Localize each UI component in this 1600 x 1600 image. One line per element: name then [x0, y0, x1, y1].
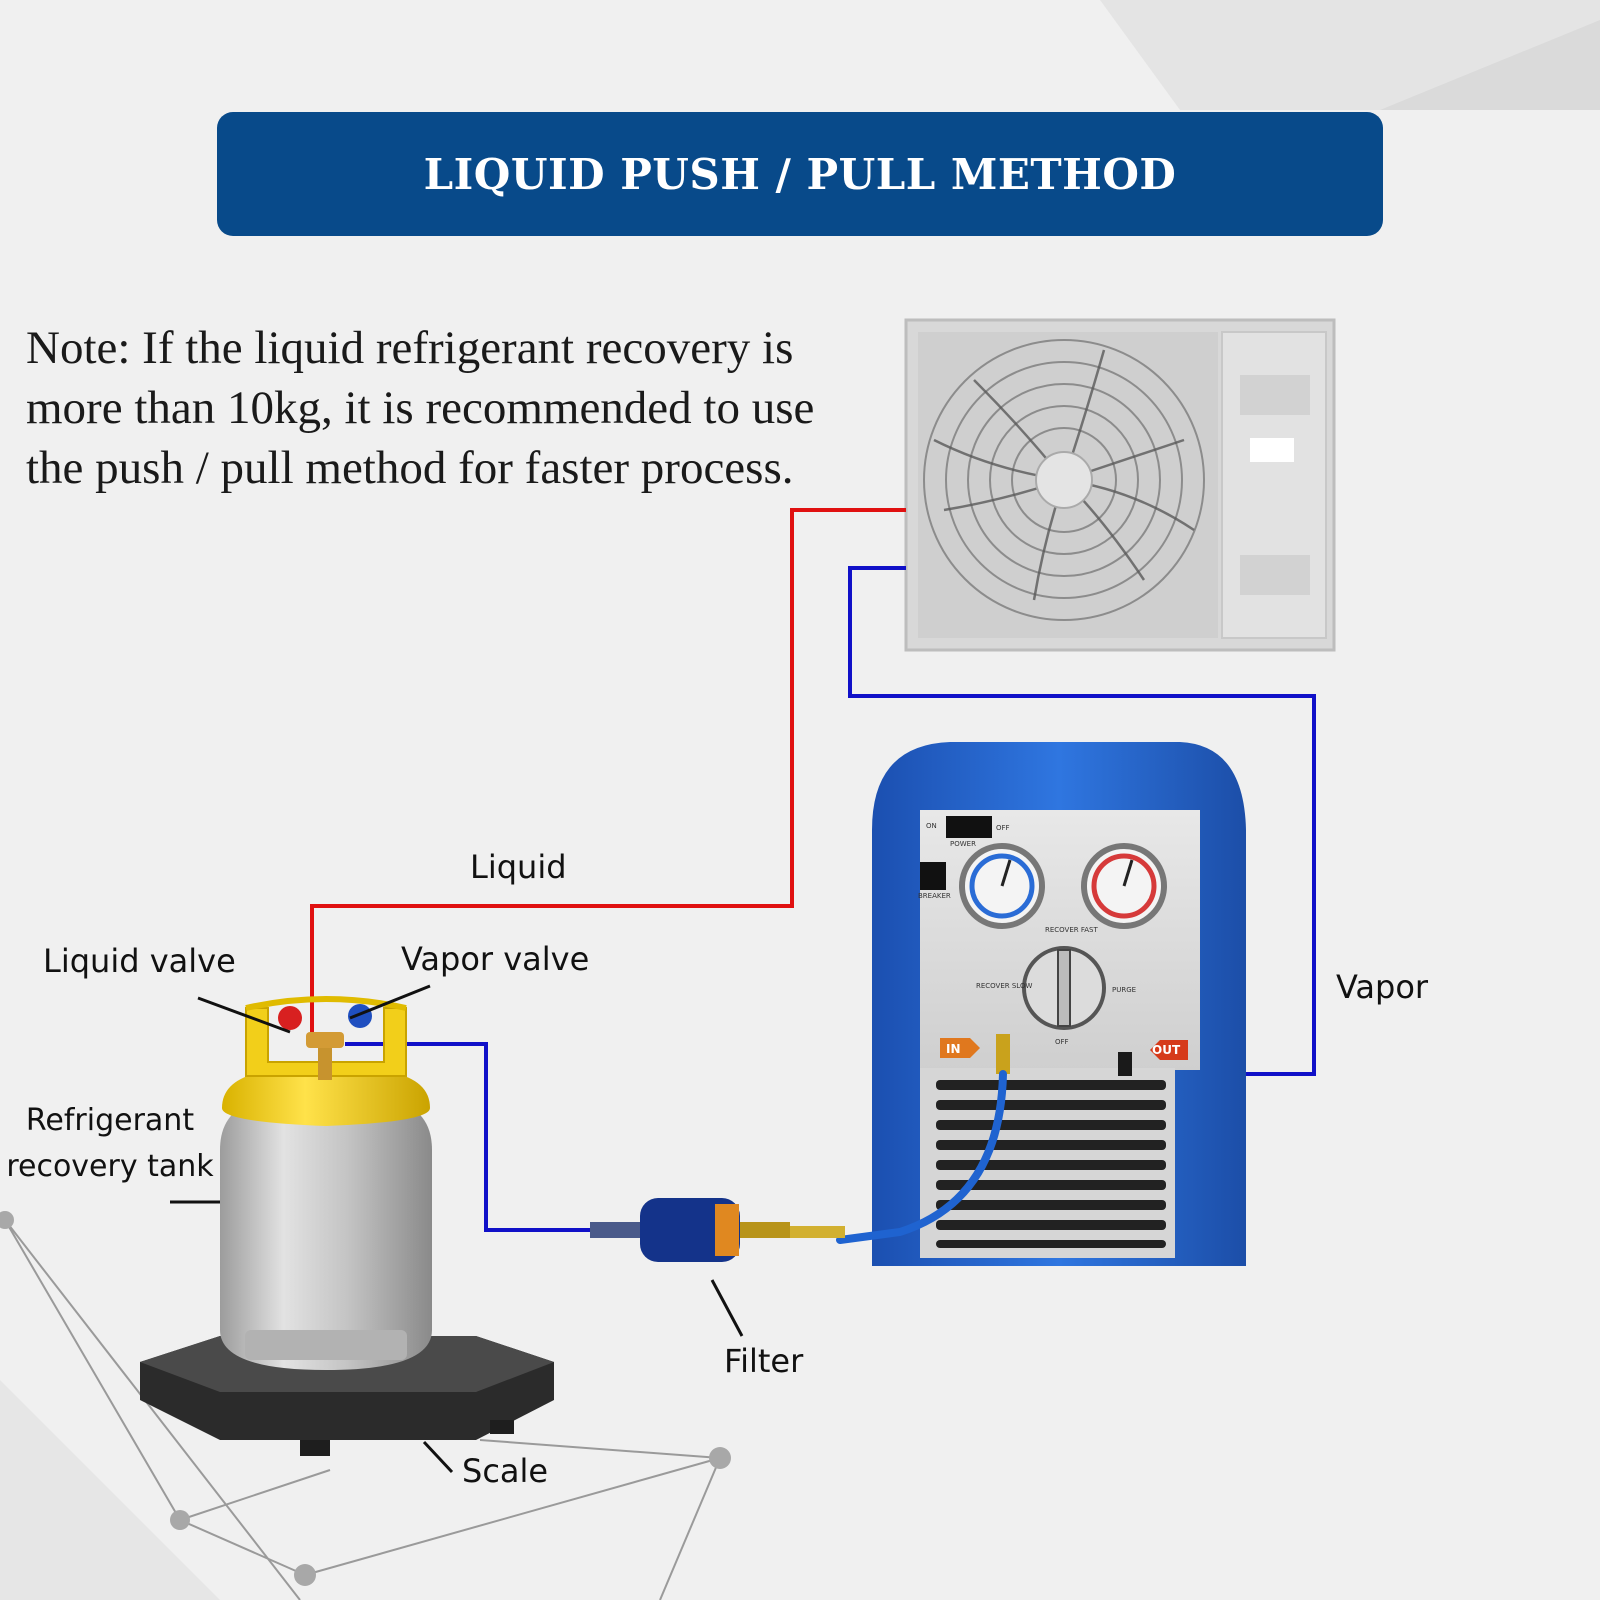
tank-label-line-1: Refrigerant — [25, 1103, 195, 1138]
recovery-tank — [220, 996, 432, 1370]
in-port-label: IN — [946, 1042, 961, 1056]
outdoor-unit — [904, 318, 1336, 652]
vapor-line-bottom — [345, 1042, 590, 1232]
recovery-machine: ON OFF POWER BREAKER RECOVER FAST RECOVE… — [872, 742, 1246, 1266]
page-title: LIQUID PUSH / PULL METHOD — [423, 149, 1177, 199]
liquid-valve-handwheel — [278, 1006, 302, 1030]
power-label: POWER — [950, 840, 976, 848]
filter-drier — [590, 1198, 845, 1262]
note-text: Note: If the liquid refrigerant recovery… — [26, 318, 906, 498]
liquid-valve-label: Liquid valve — [43, 942, 236, 980]
scale-leader — [422, 1440, 454, 1474]
note-line-2: more than 10kg, it is recommended to use — [26, 382, 815, 434]
filter-label: Filter — [724, 1342, 804, 1380]
filter-leader — [710, 1279, 744, 1337]
liquid-valve-leader — [197, 996, 291, 1034]
liquid-line-label: Liquid — [470, 848, 567, 886]
purge-label: PURGE — [1112, 986, 1136, 994]
switch-on-label: ON — [926, 822, 937, 830]
vapor-valve-leader — [349, 984, 431, 1020]
vapor-line-top — [848, 566, 1316, 1076]
fan-grille — [923, 339, 1205, 621]
scale-label: Scale — [462, 1452, 549, 1490]
vapor-line-label: Vapor — [1336, 968, 1429, 1006]
vapor-valve-label: Vapor valve — [401, 940, 590, 978]
switch-off-label: OFF — [996, 824, 1010, 832]
tank-label-line-2: recovery tank — [6, 1149, 214, 1184]
breaker-label: BREAKER — [918, 892, 951, 900]
recover-fast-label: RECOVER FAST — [1045, 926, 1098, 934]
note-line-1: Note: If the liquid refrigerant recovery… — [26, 322, 794, 374]
title-banner: LIQUID PUSH / PULL METHOD — [217, 112, 1383, 236]
blue-hose — [836, 1070, 1007, 1244]
liquid-line — [310, 508, 906, 1040]
note-line-3: the push / pull method for faster proces… — [26, 442, 794, 494]
recover-slow-label: RECOVER SLOW — [976, 982, 1032, 990]
out-port-label: OUT — [1152, 1043, 1181, 1057]
knob-off-label: OFF — [1055, 1038, 1069, 1046]
recovery-tank-label: Refrigerant recovery tank — [0, 1098, 220, 1190]
